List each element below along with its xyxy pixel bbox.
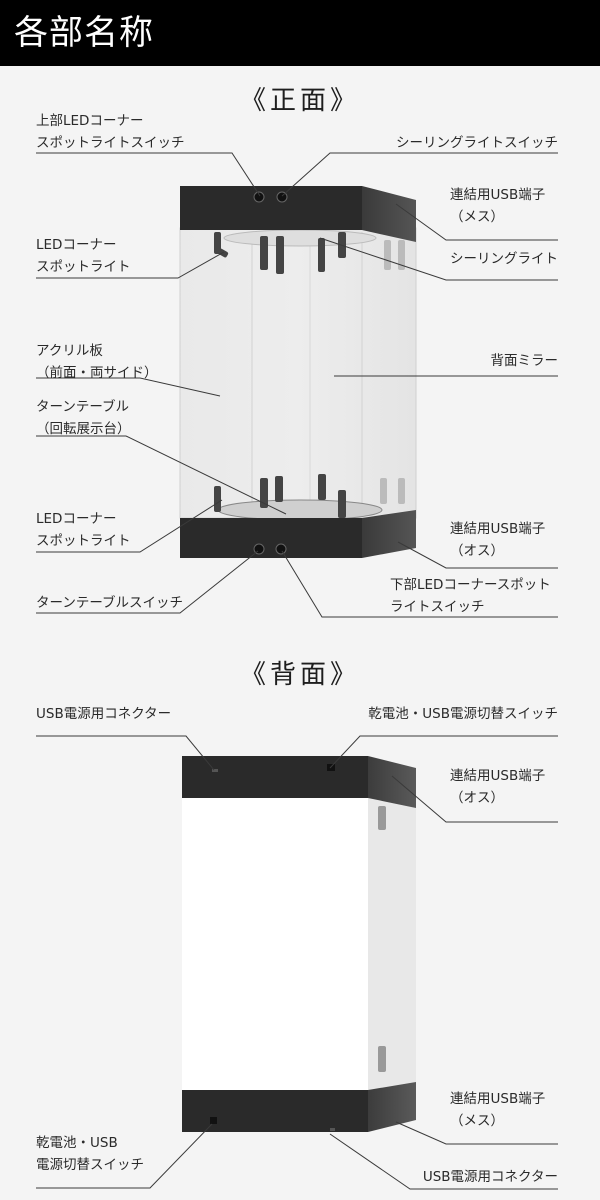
label-line: （回転展示台） — [36, 421, 131, 437]
label-back-usb-port-female: 連結用USB端子 （メス） — [450, 1088, 545, 1132]
label-line: LEDコーナー — [36, 237, 117, 253]
label-ceiling-light: シーリングライト — [450, 251, 558, 267]
front-view-title: 《正面》 — [239, 86, 360, 116]
label-line: 下部LEDコーナースポット — [390, 577, 551, 593]
label-top-led-spotlight: LEDコーナー スポットライト — [36, 234, 131, 278]
label-line: （オス） — [450, 790, 504, 806]
label-ceiling-light-switch: シーリングライトスイッチ — [396, 135, 558, 151]
label-line: （メス） — [450, 1113, 504, 1129]
label-usb-port-female: 連結用USB端子 （メス） — [450, 184, 545, 228]
label-line: スポットライト — [36, 259, 131, 275]
label-line: 連結用USB端子 — [450, 521, 546, 537]
label-bottom-led-spotlight: LEDコーナー スポットライト — [36, 508, 131, 552]
label-rear-mirror: 背面ミラー — [490, 353, 559, 369]
label-usb-port-male: 連結用USB端子 （オス） — [450, 518, 545, 562]
label-line: ライトスイッチ — [390, 599, 485, 615]
label-line: 連結用USB端子 — [450, 1091, 546, 1107]
label-line: （オス） — [450, 543, 504, 559]
label-acrylic-panel: アクリル板 （前面・両サイド） — [36, 340, 158, 384]
label-top-led-spotlight-switch: 上部LEDコーナー スポットライトスイッチ — [36, 110, 185, 154]
label-line: アクリル板 — [36, 343, 103, 359]
label-bottom-led-spotlight-switch: 下部LEDコーナースポット ライトスイッチ — [390, 574, 551, 618]
label-usb-power-connector-bottom: USB電源用コネクター — [422, 1169, 558, 1185]
label-battery-usb-switch-bottom: 乾電池・USB 電源切替スイッチ — [36, 1132, 144, 1176]
page-title: 各部名称 — [14, 13, 154, 53]
label-line: スポットライトスイッチ — [36, 135, 185, 151]
label-line: LEDコーナー — [36, 511, 117, 527]
label-line: 電源切替スイッチ — [36, 1157, 144, 1173]
label-line: 連結用USB端子 — [450, 187, 546, 203]
back-view-title: 《背面》 — [239, 660, 360, 690]
label-line: ターンテーブル — [36, 399, 130, 415]
label-back-usb-port-male: 連結用USB端子 （オス） — [450, 765, 545, 809]
label-line: 乾電池・USB — [36, 1135, 118, 1151]
label-battery-usb-switch-top: 乾電池・USB電源切替スイッチ — [368, 706, 558, 722]
label-line: （前面・両サイド） — [36, 365, 158, 381]
label-line: （メス） — [450, 209, 504, 225]
label-line: 連結用USB端子 — [450, 768, 546, 784]
header-bar: 各部名称 — [0, 0, 600, 66]
label-line: 上部LEDコーナー — [36, 113, 144, 129]
label-turntable-switch: ターンテーブルスイッチ — [36, 595, 184, 611]
label-usb-power-connector-top: USB電源用コネクター — [36, 706, 172, 722]
label-line: スポットライト — [36, 533, 131, 549]
front-product-illustration — [36, 152, 558, 618]
back-product-illustration — [36, 735, 558, 1190]
label-turntable: ターンテーブル （回転展示台） — [36, 396, 131, 440]
